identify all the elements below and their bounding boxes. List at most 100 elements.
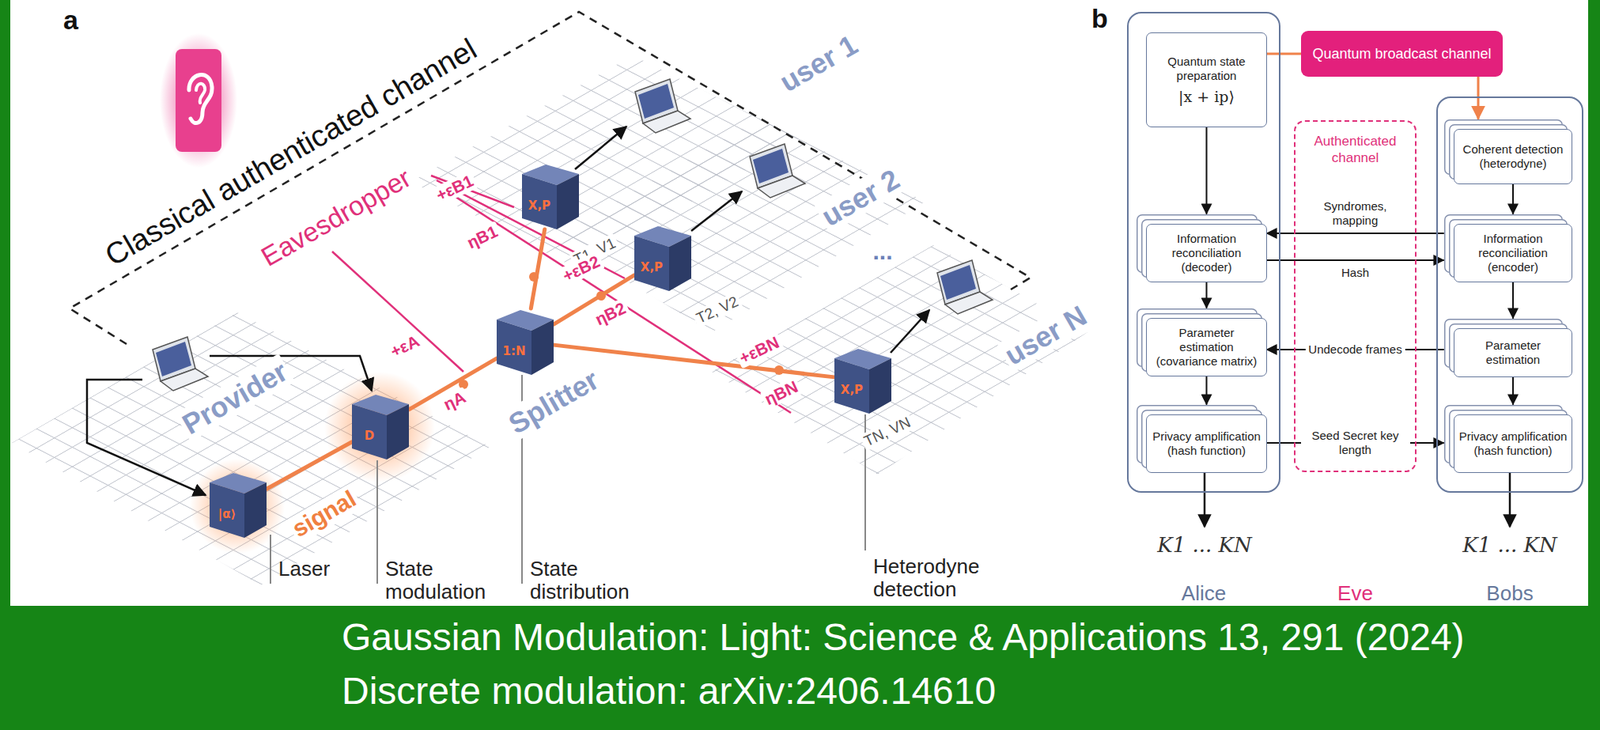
panel-letter: a xyxy=(63,4,79,36)
illustration-part xyxy=(1203,472,1207,527)
connector-arrow xyxy=(1206,282,1208,308)
node-text: Quantum state preparation xyxy=(1150,54,1263,84)
node-text: Coherent detection (heterodyne) xyxy=(1458,142,1568,171)
fiber-link xyxy=(266,442,352,489)
cube-face xyxy=(869,358,892,414)
user-label: user 1 xyxy=(771,26,866,100)
cube-face xyxy=(209,482,245,538)
connector-arrow xyxy=(1206,376,1208,405)
cube-shape xyxy=(209,471,267,538)
panel-letter: b xyxy=(1091,3,1109,35)
user-label: user N xyxy=(997,298,1095,374)
node-text: Authenticated channel xyxy=(1301,132,1409,167)
illustration-part xyxy=(937,260,993,314)
cube-face xyxy=(521,173,557,230)
classical-channel-dashed xyxy=(69,11,1031,345)
process-box: Information reconciliation (decoder) xyxy=(1146,223,1268,283)
part-label: State modulation xyxy=(385,557,486,603)
loss-label: ηBN xyxy=(760,376,804,411)
illustration-part xyxy=(10,0,1589,606)
node-text: Parameter estimation (covariance matrix) xyxy=(1150,325,1263,369)
illustration-part xyxy=(189,75,212,124)
cube-face xyxy=(386,404,409,460)
fiber-link xyxy=(530,229,545,309)
node-text: X,P xyxy=(634,249,670,285)
node-text: X,P xyxy=(834,372,870,408)
reference-text: Discrete modulation: arXiv:2406.14610 xyxy=(341,669,996,713)
illustration-part xyxy=(635,79,691,133)
key-output: K1 ... KN xyxy=(1157,533,1252,558)
cube-face xyxy=(634,235,670,292)
connector-arrow xyxy=(1267,52,1302,56)
cube-shape xyxy=(351,393,409,460)
illustration-part xyxy=(175,49,222,152)
illustration-part xyxy=(11,312,491,586)
edge-label: Syndromes, mapping xyxy=(1320,198,1390,229)
illustration-part xyxy=(691,191,742,231)
connector-arrow xyxy=(1512,184,1514,214)
ear-icon xyxy=(159,33,238,168)
device-cube: X,P xyxy=(521,162,579,230)
illustration-part xyxy=(332,251,464,372)
node-text: Quantum broadcast channel xyxy=(1312,45,1491,63)
process-box: Coherent detection (heterodyne) xyxy=(1453,128,1573,185)
loss-label: ηB1 xyxy=(461,220,504,254)
channel-box: Quantum broadcast channel xyxy=(1301,30,1503,77)
illustration-part xyxy=(376,460,379,584)
party-heading: Eve xyxy=(1337,581,1374,606)
node-text: 1:N xyxy=(496,333,532,369)
node-text: X,P xyxy=(521,188,557,224)
loss-label: ηA xyxy=(438,386,471,416)
node-text: Privacy amplification (hash function) xyxy=(1458,429,1568,458)
data-arrows xyxy=(86,126,1510,527)
node-text: Information reconciliation (decoder) xyxy=(1150,231,1263,275)
illustration-part xyxy=(574,126,627,170)
cube-face xyxy=(556,173,579,230)
signal-label: signal xyxy=(285,484,364,545)
edge-label: Undecode frames xyxy=(1304,341,1405,358)
party-label: Provider xyxy=(174,353,296,443)
part-label: Laser xyxy=(278,557,330,581)
connector-arrow xyxy=(1512,282,1514,318)
party-box: BobsCoherent detection (heterodyne)Infor… xyxy=(1436,96,1584,493)
cube-shape xyxy=(496,308,554,375)
noise-label: +εBN xyxy=(733,332,784,370)
process-box: Parameter estimation xyxy=(1453,328,1573,378)
node-text: Privacy amplification (hash function) xyxy=(1150,429,1263,458)
illustration-part xyxy=(196,83,205,103)
splitter-label: Splitter xyxy=(500,362,606,443)
cube-face xyxy=(244,482,267,538)
process-box: Privacy amplification (hash function) xyxy=(1146,414,1268,473)
illustration-part xyxy=(439,186,791,413)
process-box: Quantum state preparation|x + ip⟩ xyxy=(1146,32,1268,128)
laptops xyxy=(152,79,993,391)
fiber-taps xyxy=(458,272,784,390)
loss-label: ηB2 xyxy=(590,297,632,330)
reference-text: Gaussian Modulation: Light: Science & Ap… xyxy=(341,615,1465,659)
cube-face xyxy=(496,319,532,375)
illustration-part xyxy=(324,371,435,483)
cube-face xyxy=(351,404,387,460)
user-label: user 2 xyxy=(813,161,908,235)
party-heading: Alice xyxy=(1181,581,1226,606)
connector-arrow xyxy=(1512,377,1514,405)
ellipsis: ... xyxy=(872,238,893,266)
illustration-part xyxy=(890,310,930,353)
parameter-label: T2, V2 xyxy=(691,291,743,329)
eavesdropper-box: EveAuthenticated channel xyxy=(1293,120,1417,473)
process-box: Information reconciliation (encoder) xyxy=(1453,223,1573,283)
cube-face xyxy=(531,319,554,375)
parameter-label: TN, VN xyxy=(858,412,916,452)
party-heading: Bobs xyxy=(1486,581,1533,606)
part-label: State distribution xyxy=(529,557,630,603)
node-text: Information reconciliation (encoder) xyxy=(1458,231,1568,275)
node-text: |α⟩ xyxy=(209,496,245,532)
part-label: Heterodyne detection xyxy=(873,555,980,601)
key-output: K1 ... KN xyxy=(1462,533,1557,558)
process-box: Parameter estimation (covariance matrix) xyxy=(1146,317,1268,377)
cube-shape xyxy=(634,224,692,292)
edge-label: Hash xyxy=(1338,264,1373,281)
illustration-part xyxy=(749,143,806,198)
noise-label: +εB1 xyxy=(431,170,479,206)
